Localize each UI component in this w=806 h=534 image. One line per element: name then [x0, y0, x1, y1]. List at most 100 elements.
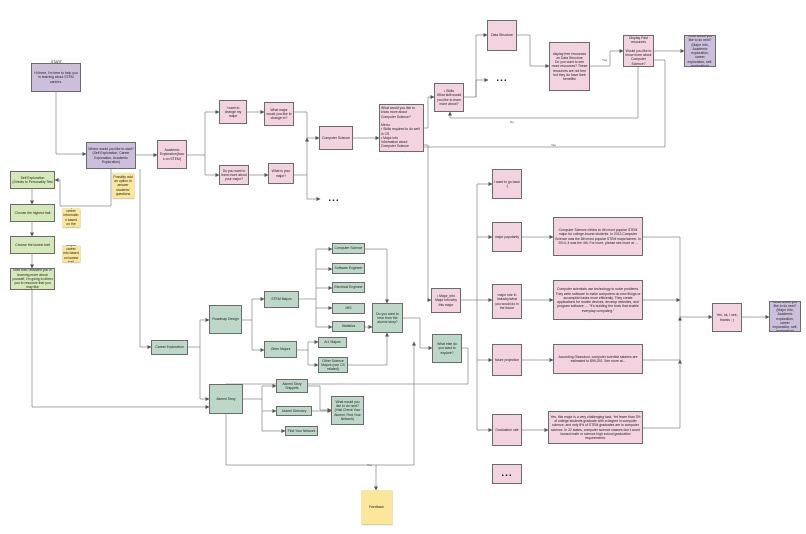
node-m-cs: Computer Science	[332, 243, 365, 254]
node-text: Graduation rate	[495, 427, 519, 432]
node-roleindustry: major role in industry/what you would do…	[492, 284, 522, 319]
node-text: Data Structure	[491, 33, 513, 38]
node-text: Other Majors	[270, 347, 291, 352]
connector-28	[643, 236, 713, 319]
node-text: Alumni Directory	[281, 408, 307, 413]
node-directory: Alumni Directory	[276, 406, 312, 416]
node-alumni: Alumni Story	[209, 384, 243, 414]
node-note-highest: Output career information based on the t…	[62, 208, 80, 227]
node-stem: STEM Majors	[264, 291, 299, 308]
node-nowthat: Now that I assisted you in learning more…	[10, 268, 55, 290]
node-where: Where would you like to start? (Self Exp…	[86, 142, 136, 169]
node-text: Roadmap Design	[212, 317, 239, 322]
node-text: Academic Exploration(focus on STEM)	[159, 148, 185, 161]
node-text: Alumni Story Snippets	[282, 381, 302, 390]
node-text: Career Exploration	[155, 345, 184, 350]
node-text: Computer Science	[322, 135, 350, 140]
node-roadmap: Roadmap Design	[209, 305, 242, 334]
node-text: Self Exploration (Directs to Personality…	[12, 175, 53, 184]
connector-13	[517, 34, 550, 68]
node-majorchange: What major would you like to change to?	[264, 102, 294, 126]
connector-10	[424, 95, 435, 129]
node-m-os: Other Science Majors (non CS related)	[318, 357, 348, 373]
node-text: • Skills What skill would you like to le…	[436, 89, 462, 106]
node-paid: Display Paid resources Would you like to…	[623, 35, 654, 67]
node-cs: Computer Science	[319, 126, 353, 150]
node-text: What else do you want to explore?	[437, 342, 457, 355]
connector-11	[464, 33, 488, 98]
connector-56	[261, 399, 277, 413]
node-dots3: ...	[492, 464, 522, 484]
node-text: Hi there, I'm here to help you in learni…	[34, 71, 78, 84]
node-m-st: Statistics	[332, 321, 365, 332]
node-academic: Academic Exploration(focus on STEM)	[157, 140, 187, 169]
node-highest: Choose the highest trait	[10, 204, 55, 222]
node-future-text: According Glassdoor, computer scientist …	[553, 344, 643, 374]
node-popularity: major popularity	[492, 222, 522, 252]
node-text: ...	[501, 467, 513, 479]
connector-6	[294, 111, 320, 140]
connector-38	[139, 169, 152, 349]
node-dots2: ...	[488, 72, 516, 87]
node-text: I want to change my major	[224, 105, 242, 119]
connector-14	[590, 49, 624, 67]
connector-39	[188, 318, 210, 348]
node-text: Other Science Majors (non CS related)	[321, 358, 345, 372]
connector-19	[461, 182, 493, 301]
node-text: According Glassdoor, computer scientist …	[558, 354, 638, 363]
node-role-text: Computer scientists use technology to so…	[553, 280, 643, 320]
node-goback: I want to go back :)	[492, 169, 522, 199]
node-m-sw: Software Engineer	[332, 263, 365, 274]
node-text: Choose the highest trait	[14, 210, 51, 215]
connector-53	[403, 317, 433, 350]
connector-3	[204, 155, 220, 177]
node-display: display free resources on Data Structure…	[549, 42, 590, 91]
node-other: Other Majors	[264, 341, 297, 358]
connector-43	[299, 247, 333, 300]
connector-23	[476, 300, 493, 432]
node-text: Now that I assisted you in learning more…	[12, 268, 53, 290]
connector-31	[643, 359, 682, 429]
node-whatmajor: What is your major?	[268, 163, 294, 184]
node-text: What would you like to know more about C…	[381, 106, 420, 149]
node-text: Electrical Engineer	[334, 285, 363, 290]
node-text: Software Engineer	[334, 266, 363, 271]
node-text: major role in industry/what you would do…	[495, 293, 519, 310]
node-future: future projection	[492, 344, 522, 376]
node-hearalumni: Do you want to hear from the alumni stor…	[372, 303, 403, 333]
node-feedback: Feedback	[361, 490, 392, 524]
node-text: Art. Majors	[324, 340, 341, 345]
node-text: What would you like to do next? (Major I…	[687, 35, 713, 67]
connector-48	[297, 340, 319, 351]
node-text: ...	[328, 192, 340, 204]
node-text: Possibly add an option to answer student…	[113, 174, 133, 196]
edge-label-yes-2: Yes	[551, 143, 556, 147]
node-text: Alumni Story	[216, 396, 236, 401]
connector-50	[365, 248, 389, 304]
node-text: Computer scientists use technology to so…	[555, 287, 641, 313]
connector-52	[348, 332, 389, 366]
node-text: What is your major?	[271, 169, 291, 178]
node-next1: What would you like to do next? (Major I…	[684, 35, 716, 67]
connector-16	[448, 67, 639, 119]
node-text: Yes, ok, I see, thanks ; )	[716, 313, 738, 322]
node-text: display free resources on Data Structure…	[551, 51, 588, 82]
node-text: Do you want to hear from the alumni stor…	[376, 311, 399, 325]
node-text: Yes, this major is a very challenging ta…	[550, 414, 641, 440]
node-majorinfo: • Major_info Major info/why this major	[431, 288, 461, 313]
edge-label-yes-3: Yes	[367, 463, 372, 467]
start-label: START	[51, 60, 62, 64]
connector-37	[31, 290, 210, 409]
node-text: STEM Majors	[271, 297, 292, 302]
node-text: I want to go back :)	[494, 179, 520, 188]
node-start: Hi there, I'm here to help you in learni…	[31, 63, 81, 92]
node-text: Where would you like to start? (Self Exp…	[88, 147, 134, 164]
node-m-art: Art. Majors	[318, 337, 347, 348]
node-text: Do you want to learn more about your maj…	[221, 168, 247, 182]
node-selfexp: Self Exploration (Directs to Personality…	[10, 171, 55, 189]
node-text: future projection	[494, 357, 520, 362]
node-datastructure: Data Structure	[487, 20, 517, 51]
edge-label-no: No	[510, 120, 514, 124]
node-text: Find Your Network	[287, 428, 316, 433]
